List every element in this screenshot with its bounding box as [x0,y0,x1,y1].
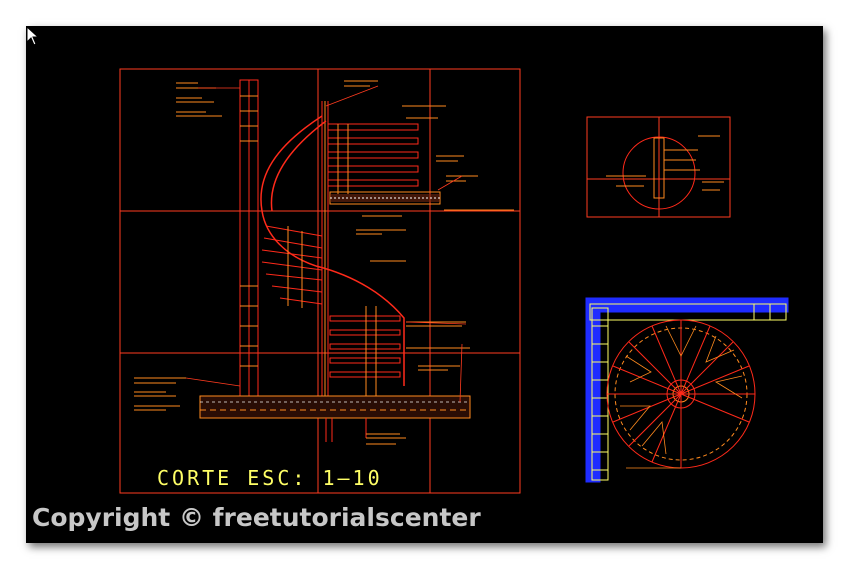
section-sheet [119,68,521,494]
plan-view [585,297,789,483]
copyright-watermark: Copyright © freetutorialscenter [32,503,481,532]
wall-column [239,79,259,397]
plan-treads [607,320,755,468]
arrow-pointer-icon [26,26,40,46]
section-title: CORTE ESC: 1—10 [157,466,383,490]
handrail [260,115,405,386]
detail-sheet [586,116,731,218]
spiral-pole [321,101,329,398]
upper-treads [327,123,419,194]
annotations [134,80,514,445]
mid-slab [329,191,441,205]
middle-treads [261,225,323,308]
drawing-canvas [119,68,789,494]
floor-slab [199,395,471,442]
leader-lines [185,85,467,403]
cad-model-viewport[interactable]: CORTE ESC: 1—10 Copyright © freetutorial… [26,26,823,543]
lower-treads [329,306,401,396]
